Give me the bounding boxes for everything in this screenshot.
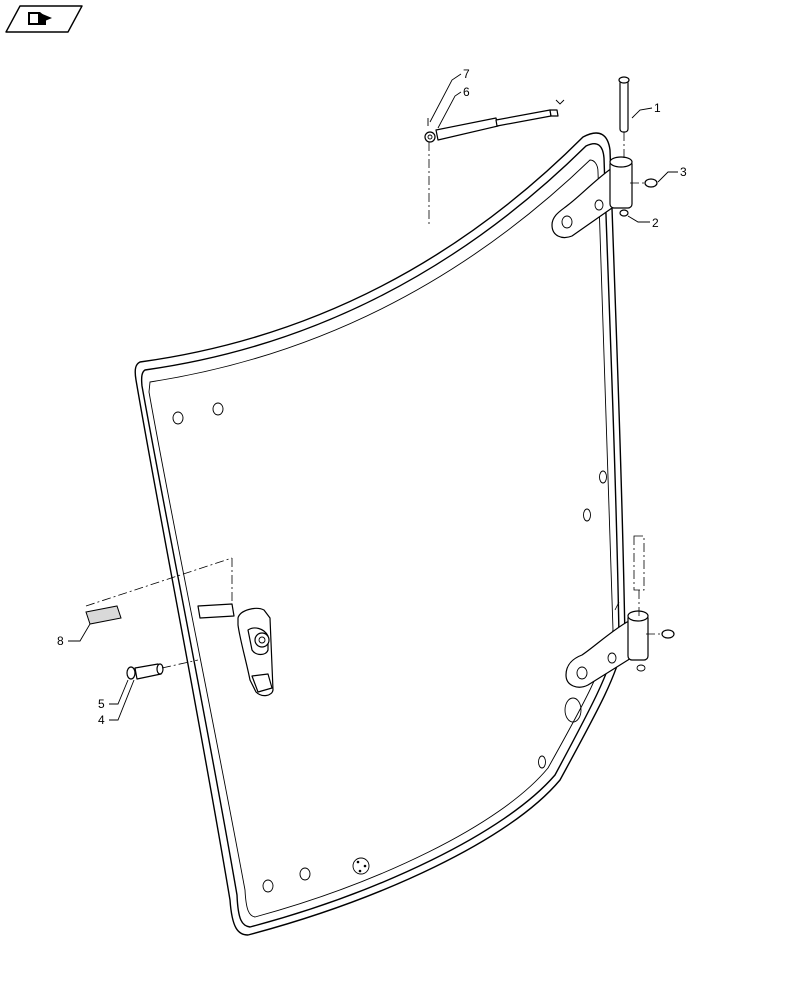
item-4-5-pin [126, 659, 199, 680]
callout-5: 5 [98, 697, 105, 711]
callout-8: 8 [57, 634, 64, 648]
lower-hinge-pin [633, 535, 645, 618]
door-handle [197, 603, 274, 697]
door-panel [134, 132, 626, 936]
lower-hinge-fasteners [646, 629, 675, 639]
book-arrow-icon [28, 12, 52, 25]
callout-4: 4 [98, 713, 105, 727]
header-icon-box[interactable] [5, 5, 83, 33]
item-8-block [85, 557, 233, 625]
callout-labels: 1 2 3 4 5 6 7 8 [57, 67, 687, 727]
upper-hinge [551, 156, 633, 239]
callout-6: 6 [463, 85, 470, 99]
callout-1: 1 [654, 101, 661, 115]
callout-leaders [68, 73, 678, 721]
upper-hinge-fasteners [619, 178, 658, 217]
callout-2: 2 [652, 216, 659, 230]
gas-strut [424, 99, 565, 225]
callout-7: 7 [463, 67, 470, 81]
callout-3: 3 [680, 165, 687, 179]
lower-hinge [565, 610, 649, 688]
alignment-line [614, 599, 621, 611]
upper-hinge-pin [618, 76, 630, 160]
